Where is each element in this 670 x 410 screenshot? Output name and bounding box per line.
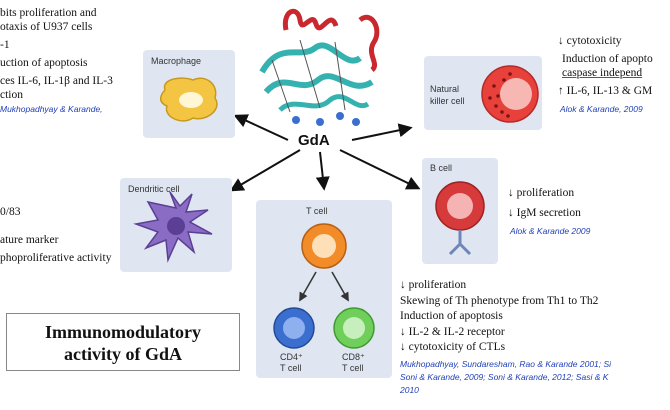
macrophage-icon [160,77,218,122]
b-cell-panel: B cell [422,158,498,264]
cd8-label-line1: CD8⁺ [342,352,365,362]
nk-effect-1: ↓ cytotoxicity [558,35,622,47]
t-cell-citation-1: Mukhopadhyay, Sundaresham, Rao & Karande… [400,359,612,369]
t-cell-label: T cell [306,206,328,216]
nk-cell-label-line2: killer cell [430,96,465,106]
nk-cell-icon [481,65,539,123]
macrophage-effect-1: bits proliferation and [0,7,97,19]
figure-title-line2: activity of GdA [64,344,182,364]
figure-title-line1: Immunomodulatory [44,322,201,342]
t-cell-effect-1: ↓ proliferation [400,279,467,291]
t-cell-lineage-icon [273,223,375,349]
dendritic-effect-1: 0/83 [0,206,21,218]
t-cell-effect-5: ↓ cytotoxicity of CTLs [400,341,506,353]
t-cell-citation-2: Soni & Karande, 2009; Soni & Karande, 20… [400,372,609,382]
macrophage-effect-2: otaxis of U937 cells [0,21,93,33]
nk-cell-panel: Natural killer cell [424,56,542,130]
macrophage-effect-6: ction [0,89,23,101]
macrophage-effect-5: ces IL-6, IL-1β and IL-3 [0,75,113,87]
nk-effect-4: ↑ IL-6, IL-13 & GM [558,85,653,97]
cd8-label-line2: T cell [342,363,364,373]
t-cell-panel: T cell CD4⁺ T cell CD8⁺ T cell [256,200,392,378]
b-cell-citation: Alok & Karande 2009 [510,226,591,236]
b-cell-effect-1: ↓ proliferation [508,187,575,199]
arrow-to-b-cell [339,149,421,190]
nk-cell-label-line1: Natural [430,84,460,94]
b-cell-label: B cell [430,163,453,173]
macrophage-citation: Mukhopadhyay & Karande, [0,104,103,114]
t-cell-effect-3: Induction of apoptosis [400,310,503,322]
figure-title-box: Immunomodulatory activity of GdA [6,313,240,371]
dendritic-cell-icon [133,191,213,263]
arrow-to-macrophage [233,114,289,141]
t-cell-effect-2: Skewing of Th phenotype from Th1 to Th2 [400,295,599,307]
gda-protein-structure [259,8,380,126]
dendritic-effect-2: ature marker [0,234,59,246]
dendritic-cell-panel: Dendritic cell [120,178,232,272]
cd4-label-line2: T cell [280,363,302,373]
macrophage-effect-3: -1 [0,39,10,51]
dendritic-effect-3: phoproliferative activity [0,252,112,264]
arrow-to-dendritic-cell [229,149,301,192]
b-cell-effect-2: ↓ IgM secretion [508,207,581,219]
nk-effect-3: caspase independ [562,67,643,79]
t-cell-effect-4: ↓ IL-2 & IL-2 receptor [400,326,505,338]
macrophage-panel: Macrophage [143,50,235,138]
cd4-label-line1: CD4⁺ [280,352,303,362]
macrophage-label: Macrophage [151,56,202,66]
gda-center-label: GdA [298,132,330,149]
dendritic-cell-label: Dendritic cell [128,184,180,194]
arrow-to-t-cell [315,151,330,191]
arrow-to-nk-cell [351,123,413,141]
b-cell-icon [435,181,485,256]
nk-citation: Alok & Karande, 2009 [560,104,643,114]
t-cell-citation-3: 2010 [400,385,419,395]
macrophage-effect-4: uction of apoptosis [0,57,88,69]
nk-effect-2: Induction of apopto [562,53,653,65]
